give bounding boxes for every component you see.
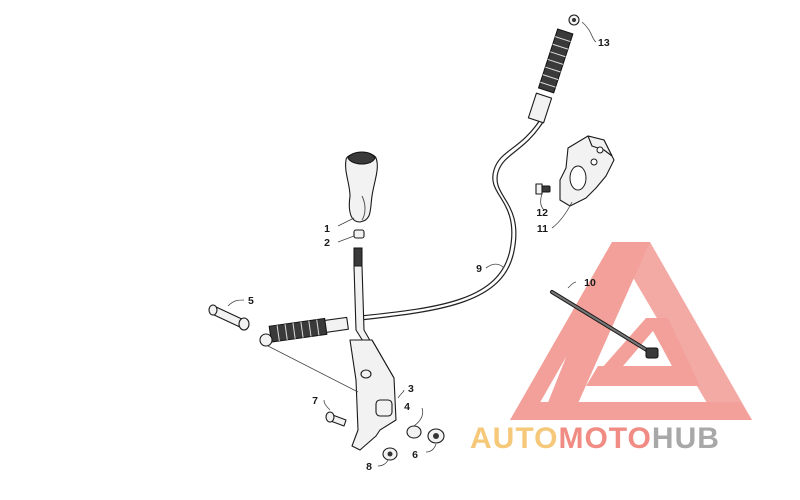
svg-text:1: 1	[324, 223, 330, 235]
callout-10: 10	[567, 277, 596, 289]
svg-text:3: 3	[408, 383, 414, 395]
mounting-bolt	[325, 411, 347, 427]
cable-upper-ferrule	[527, 92, 553, 124]
svg-text:8: 8	[366, 461, 372, 473]
svg-text:7: 7	[312, 395, 318, 407]
wordmark-hub: HUB	[652, 422, 720, 455]
callout-9: 9	[476, 263, 505, 275]
logo-triangle-base	[510, 402, 752, 420]
cable-upper-boot	[537, 28, 574, 94]
shift-cable-line	[359, 119, 541, 317]
cable-lower-boot	[268, 316, 349, 343]
lever-bracket	[349, 339, 397, 451]
svg-text:10: 10	[584, 277, 596, 289]
jam-nut	[353, 229, 365, 239]
callout-12: 12	[536, 193, 548, 219]
bushing	[406, 425, 422, 439]
callout-2: 2	[324, 235, 355, 249]
bracket-screw	[535, 183, 551, 195]
svg-text:11: 11	[537, 223, 548, 235]
automotohub-wordmark: AUTOMOTOHUB	[470, 422, 720, 455]
logo-triangle-left	[545, 242, 650, 410]
svg-text:6: 6	[412, 449, 418, 461]
shift-knob	[345, 151, 378, 223]
wordmark-auto: AUTO	[470, 422, 558, 455]
wordmark-moto: MOTO	[558, 422, 651, 455]
svg-text:2: 2	[324, 237, 330, 249]
callout-13: 13	[581, 21, 610, 49]
svg-text:5: 5	[248, 295, 254, 307]
retaining-clip-hole	[572, 18, 576, 22]
logo-inner-triangle-left	[586, 318, 664, 386]
logo-triangle-right	[612, 242, 752, 420]
callout-7: 7	[312, 395, 331, 411]
wordmark-text: AUTOMOTOHUB	[470, 422, 720, 455]
svg-text:9: 9	[476, 263, 482, 275]
bolt-alignment-line	[267, 345, 359, 393]
callout-11: 11	[537, 201, 573, 235]
callout-8: 8	[366, 459, 389, 473]
lever-shaft	[353, 247, 373, 347]
flange-nut	[382, 447, 398, 461]
shift-cable-line-2	[359, 121, 544, 321]
cable-mounting-bracket	[559, 135, 615, 207]
shoulder-bolt	[208, 304, 250, 331]
callout-6: 6	[412, 443, 437, 461]
automotohub-logo	[510, 242, 752, 420]
logo-triangle-outer-left	[510, 242, 632, 420]
callout-5: 5	[227, 295, 254, 307]
callout-3: 3	[397, 383, 414, 399]
svg-text:4: 4	[404, 401, 410, 413]
callout-1: 1	[324, 217, 355, 235]
svg-text:12: 12	[536, 207, 548, 219]
cable-tie	[550, 290, 659, 359]
callout-4: 4	[404, 401, 424, 427]
cable-lower-eye	[259, 333, 273, 347]
svg-text:13: 13	[598, 37, 610, 49]
lock-nut	[427, 428, 445, 444]
shift-cable	[259, 14, 580, 347]
